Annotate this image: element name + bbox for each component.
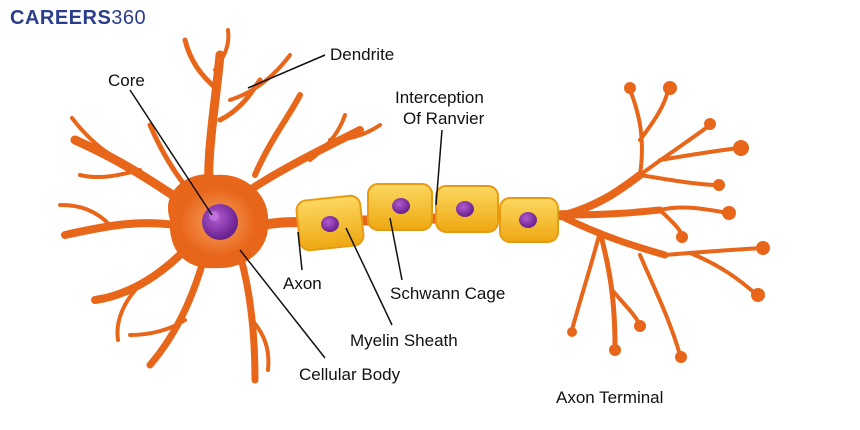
- axon-terminals: [561, 88, 764, 357]
- label-interception-line1: Interception: [395, 88, 484, 107]
- terminal-button: [733, 140, 749, 156]
- terminal-button: [751, 288, 765, 302]
- schwann-nucleus: [519, 212, 537, 228]
- terminal-button: [624, 82, 636, 94]
- label-dendrite: Dendrite: [330, 45, 394, 64]
- terminal-button: [609, 344, 621, 356]
- schwann-nucleus: [321, 216, 339, 232]
- label-myelin-sheath: Myelin Sheath: [350, 331, 458, 350]
- terminal-button: [704, 118, 716, 130]
- label-interception-line2: Of Ranvier: [403, 109, 485, 128]
- leader-line-interception: [435, 129, 443, 206]
- terminal-button: [663, 81, 677, 95]
- leader-line-dendrite: [247, 54, 326, 89]
- terminal-button: [567, 327, 577, 337]
- terminal-button: [676, 231, 688, 243]
- logo-number-text: 360: [111, 7, 147, 29]
- label-schwann-cage: Schwann Cage: [390, 284, 505, 303]
- careers360-logo: CAREERS360: [10, 7, 146, 30]
- myelin-segment: [295, 194, 365, 252]
- nucleus: [202, 204, 238, 240]
- dendrites: [58, 28, 382, 384]
- logo-brand-text: CAREERS: [10, 7, 112, 29]
- terminal-button: [634, 320, 646, 332]
- terminal-button: [722, 206, 736, 220]
- terminal-button: [713, 179, 725, 191]
- leader-line-axon: [297, 231, 303, 271]
- label-axon-terminal: Axon Terminal: [556, 388, 663, 407]
- label-cellular-body: Cellular Body: [299, 365, 401, 384]
- schwann-nucleus: [456, 201, 474, 217]
- leader-line-schwann: [389, 217, 403, 281]
- myelin-segment: [435, 185, 499, 233]
- leader-line-cellular-body: [239, 249, 326, 359]
- label-axon: Axon: [283, 274, 322, 293]
- terminal-buttons: [567, 81, 770, 363]
- myelin-segment: [367, 183, 433, 231]
- label-core: Core: [108, 71, 145, 90]
- leader-lines: [129, 54, 443, 359]
- myelin-sheath: [295, 183, 559, 252]
- schwann-nucleus: [392, 198, 410, 214]
- terminal-button: [675, 351, 687, 363]
- leader-line-core: [129, 89, 213, 216]
- myelin-segment: [499, 197, 559, 243]
- terminal-button: [756, 241, 770, 255]
- leader-line-myelin: [345, 227, 393, 326]
